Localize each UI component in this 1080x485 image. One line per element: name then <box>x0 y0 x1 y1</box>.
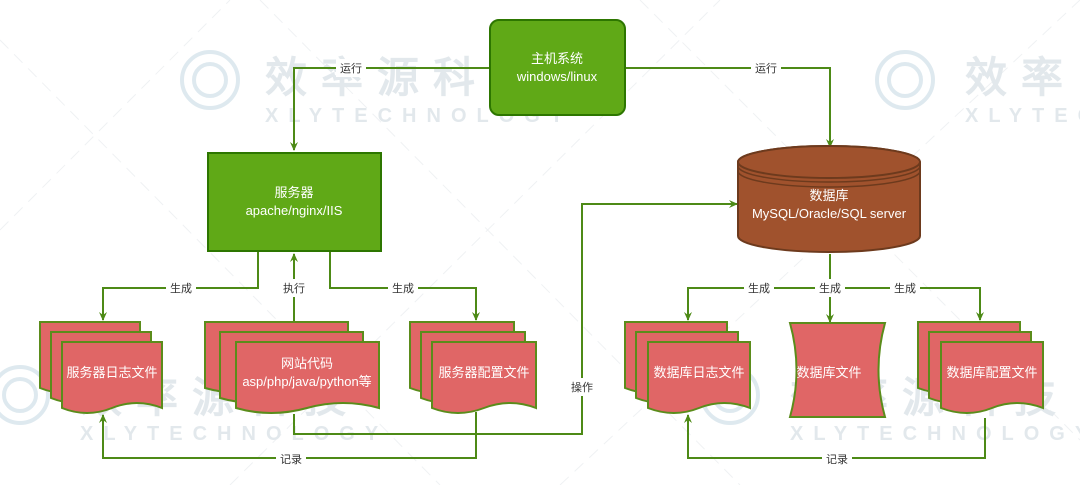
db-config-node: 数据库配置文件 <box>917 321 1044 414</box>
db-config-label: 数据库配置文件 <box>946 365 1037 380</box>
label-operate: 操作 <box>571 380 593 394</box>
label-gen-server-config: 生成 <box>392 281 414 295</box>
db-file-node: 数据库文件 <box>788 322 887 418</box>
label-gen-server-log: 生成 <box>170 281 192 295</box>
server-config-label: 服务器配置文件 <box>438 365 529 380</box>
server-log-label: 服务器日志文件 <box>66 365 157 380</box>
database-software: MySQL/Oracle/SQL server <box>752 206 907 221</box>
db-file-label: 数据库文件 <box>796 365 861 380</box>
host-system-os: windows/linux <box>516 69 598 84</box>
label-exec: 执行 <box>283 281 305 295</box>
watermark-cn-2: 效率 <box>965 54 1077 101</box>
watermark-en-3: XLYTECHNOLOGY <box>80 423 388 445</box>
edge-database-to-db-config <box>830 287 984 321</box>
label-gen-db-config: 生成 <box>894 281 916 295</box>
db-log-node: 数据库日志文件 <box>624 321 751 414</box>
watermark-en-4: XLYTECHNOLOGY <box>790 423 1080 445</box>
label-run-right: 运行 <box>755 62 777 75</box>
label-run-left: 运行 <box>340 62 362 75</box>
website-code-languages: asp/php/java/python等 <box>242 374 371 389</box>
label-record-right: 记录 <box>826 453 848 466</box>
website-code-title: 网站代码 <box>281 356 333 371</box>
server-node: 服务器 apache/nginx/IIS <box>207 152 382 252</box>
server-software: apache/nginx/IIS <box>246 203 343 218</box>
edge-code-to-database <box>293 200 738 435</box>
server-log-node: 服务器日志文件 <box>39 321 163 414</box>
server-title: 服务器 <box>274 185 313 200</box>
edge-host-to-database <box>625 67 834 148</box>
label-gen-db-log: 生成 <box>748 281 770 295</box>
server-config-node: 服务器配置文件 <box>409 321 537 414</box>
database-node: 数据库 MySQL/Oracle/SQL server <box>737 145 921 253</box>
website-code-node: 网站代码 asp/php/java/python等 <box>204 321 380 414</box>
edge-host-to-server <box>290 67 490 151</box>
host-system-title: 主机系统 <box>531 51 583 66</box>
host-system-node: 主机系统 windows/linux <box>489 19 626 116</box>
label-gen-db-file: 生成 <box>819 281 841 295</box>
watermark-en-1: XLYTECHNOLOGY <box>265 105 573 127</box>
watermark-cn-1: 效率源科技 <box>265 54 545 101</box>
edge-labels: 运行 运行 生成 执行 生成 操作 记录 生成 生成 生成 记录 <box>166 59 920 468</box>
watermark-en-2: XLYTECHNOLOGY <box>965 105 1080 127</box>
label-record-left: 记录 <box>280 453 302 466</box>
db-log-label: 数据库日志文件 <box>653 365 744 380</box>
database-title: 数据库 <box>809 188 848 203</box>
